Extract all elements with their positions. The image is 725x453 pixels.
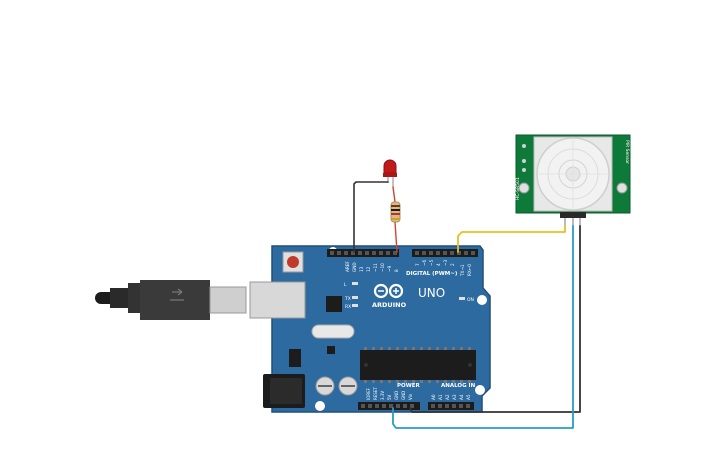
pin-label: 5V: [387, 394, 392, 400]
mount-hole: [315, 401, 325, 411]
usb-cable-boot: [110, 288, 130, 308]
wire-pir-vcc[interactable]: [392, 225, 574, 429]
logo-loop-right: [388, 283, 404, 299]
wire-led-gnd[interactable]: [353, 181, 389, 253]
pin-label: ~10: [380, 263, 385, 272]
wire-pir-gnd[interactable]: [409, 225, 581, 413]
wire-led-anode[interactable]: [392, 186, 396, 203]
pin-label: ~6: [422, 259, 427, 266]
crystal: [311, 324, 355, 339]
arduino-uno-board[interactable]: AREF GND 13 12 ~11 ~10 ~9 8 7 ~6 ~5 4 ~3…: [249, 245, 491, 413]
led-body: [383, 159, 397, 174]
pin-label: Vin: [408, 393, 413, 400]
wire-pir-out[interactable]: [457, 225, 566, 253]
pin-label: IOREF: [366, 387, 371, 400]
header-pin-holes: [361, 404, 470, 408]
pir-side-text-left: HC-SR501: [515, 177, 521, 200]
pin-label: AREF: [345, 261, 350, 272]
pin-label: A1: [438, 394, 443, 400]
mount-hole: [475, 385, 485, 395]
pin-label: 8: [394, 269, 399, 272]
on-label: ON: [467, 297, 474, 303]
wire-resistor-pin[interactable]: [394, 221, 398, 253]
pin-label: TX→1: [460, 264, 465, 277]
atmega-chip: [360, 350, 476, 380]
pin-label: 2: [450, 263, 455, 266]
pin-label: ~3: [443, 259, 448, 266]
wires: [353, 181, 581, 429]
pin-label: 4: [436, 263, 441, 266]
pin-label: A5: [466, 394, 471, 400]
pin-label: A2: [445, 394, 450, 400]
pir-pin-out[interactable]: [564, 218, 566, 226]
reset-button-cap[interactable]: [287, 256, 299, 268]
pir-header: [560, 212, 586, 218]
small-chip: [327, 346, 335, 354]
pin-label: RESET: [373, 387, 378, 400]
pin-label: A3: [452, 394, 457, 400]
pin-label: GND: [401, 391, 406, 400]
top-pin-labels: AREF GND 13 12 ~11 ~10 ~9 8 7 ~6 ~5 4 ~3…: [345, 259, 472, 277]
header-analog: [428, 402, 474, 410]
pin-label: A0: [431, 394, 436, 400]
pin-label: 12: [366, 266, 371, 272]
analog-label: ANALOG IN: [441, 383, 476, 389]
pin-label: ~5: [429, 259, 434, 266]
pin-label: 7: [415, 263, 420, 266]
led-rim: [383, 173, 397, 177]
pin-label: GND: [394, 391, 399, 400]
logo-symbols: [378, 288, 399, 294]
model-text: UNO: [418, 286, 445, 300]
mount-hole: [477, 295, 487, 305]
pin-label: ~11: [373, 263, 378, 272]
pin-label: GND: [352, 262, 357, 272]
brand-text: ARDUINO: [372, 301, 407, 309]
pir-sensor[interactable]: HC-SR501 PIR Sensor: [515, 134, 631, 226]
led-tx-label: TX: [344, 296, 351, 302]
usb-cable: [95, 280, 247, 320]
header-top-left: [327, 249, 399, 257]
power-label: POWER: [397, 383, 421, 389]
atmega-pins: [364, 347, 471, 383]
led-on: [459, 297, 465, 300]
pin-label: RX←0: [467, 264, 472, 276]
pir-mount-hole: [616, 182, 628, 194]
led-l-label: L: [344, 282, 347, 288]
arduino-logo: [373, 283, 404, 299]
pir-pin-vcc[interactable]: [572, 218, 574, 226]
power-pin-labels: IOREF RESET 3.3V 5V GND GND Vin: [366, 387, 413, 400]
analog-pin-labels: A0 A1 A2 A3 A4 A5: [431, 394, 471, 400]
voltage-regulator: [289, 349, 301, 367]
digital-label: DIGITAL (PWM~): [406, 271, 458, 277]
red-led[interactable]: [383, 159, 397, 187]
logo-loop-left: [373, 283, 389, 299]
pin-label: A4: [459, 394, 464, 400]
usb-icon: [170, 288, 184, 301]
pir-side-text-right: PIR Sensor: [624, 140, 630, 164]
usb-chip: [326, 296, 342, 312]
usb-b-port: [249, 281, 306, 319]
led-rx: [352, 304, 358, 307]
pir-pin-gnd[interactable]: [579, 218, 581, 226]
led-tx: [352, 296, 358, 299]
resistor[interactable]: [390, 201, 401, 223]
usb-plug-metal: [209, 286, 247, 314]
pin-label: 13: [359, 266, 364, 272]
led-rx-label: RX: [345, 304, 351, 310]
led-l: [352, 282, 358, 285]
pir-mount-hole: [518, 182, 530, 194]
pin-label: 3.3V: [380, 391, 385, 400]
pin-label: ~9: [387, 265, 392, 272]
header-pin-holes: [330, 251, 475, 255]
